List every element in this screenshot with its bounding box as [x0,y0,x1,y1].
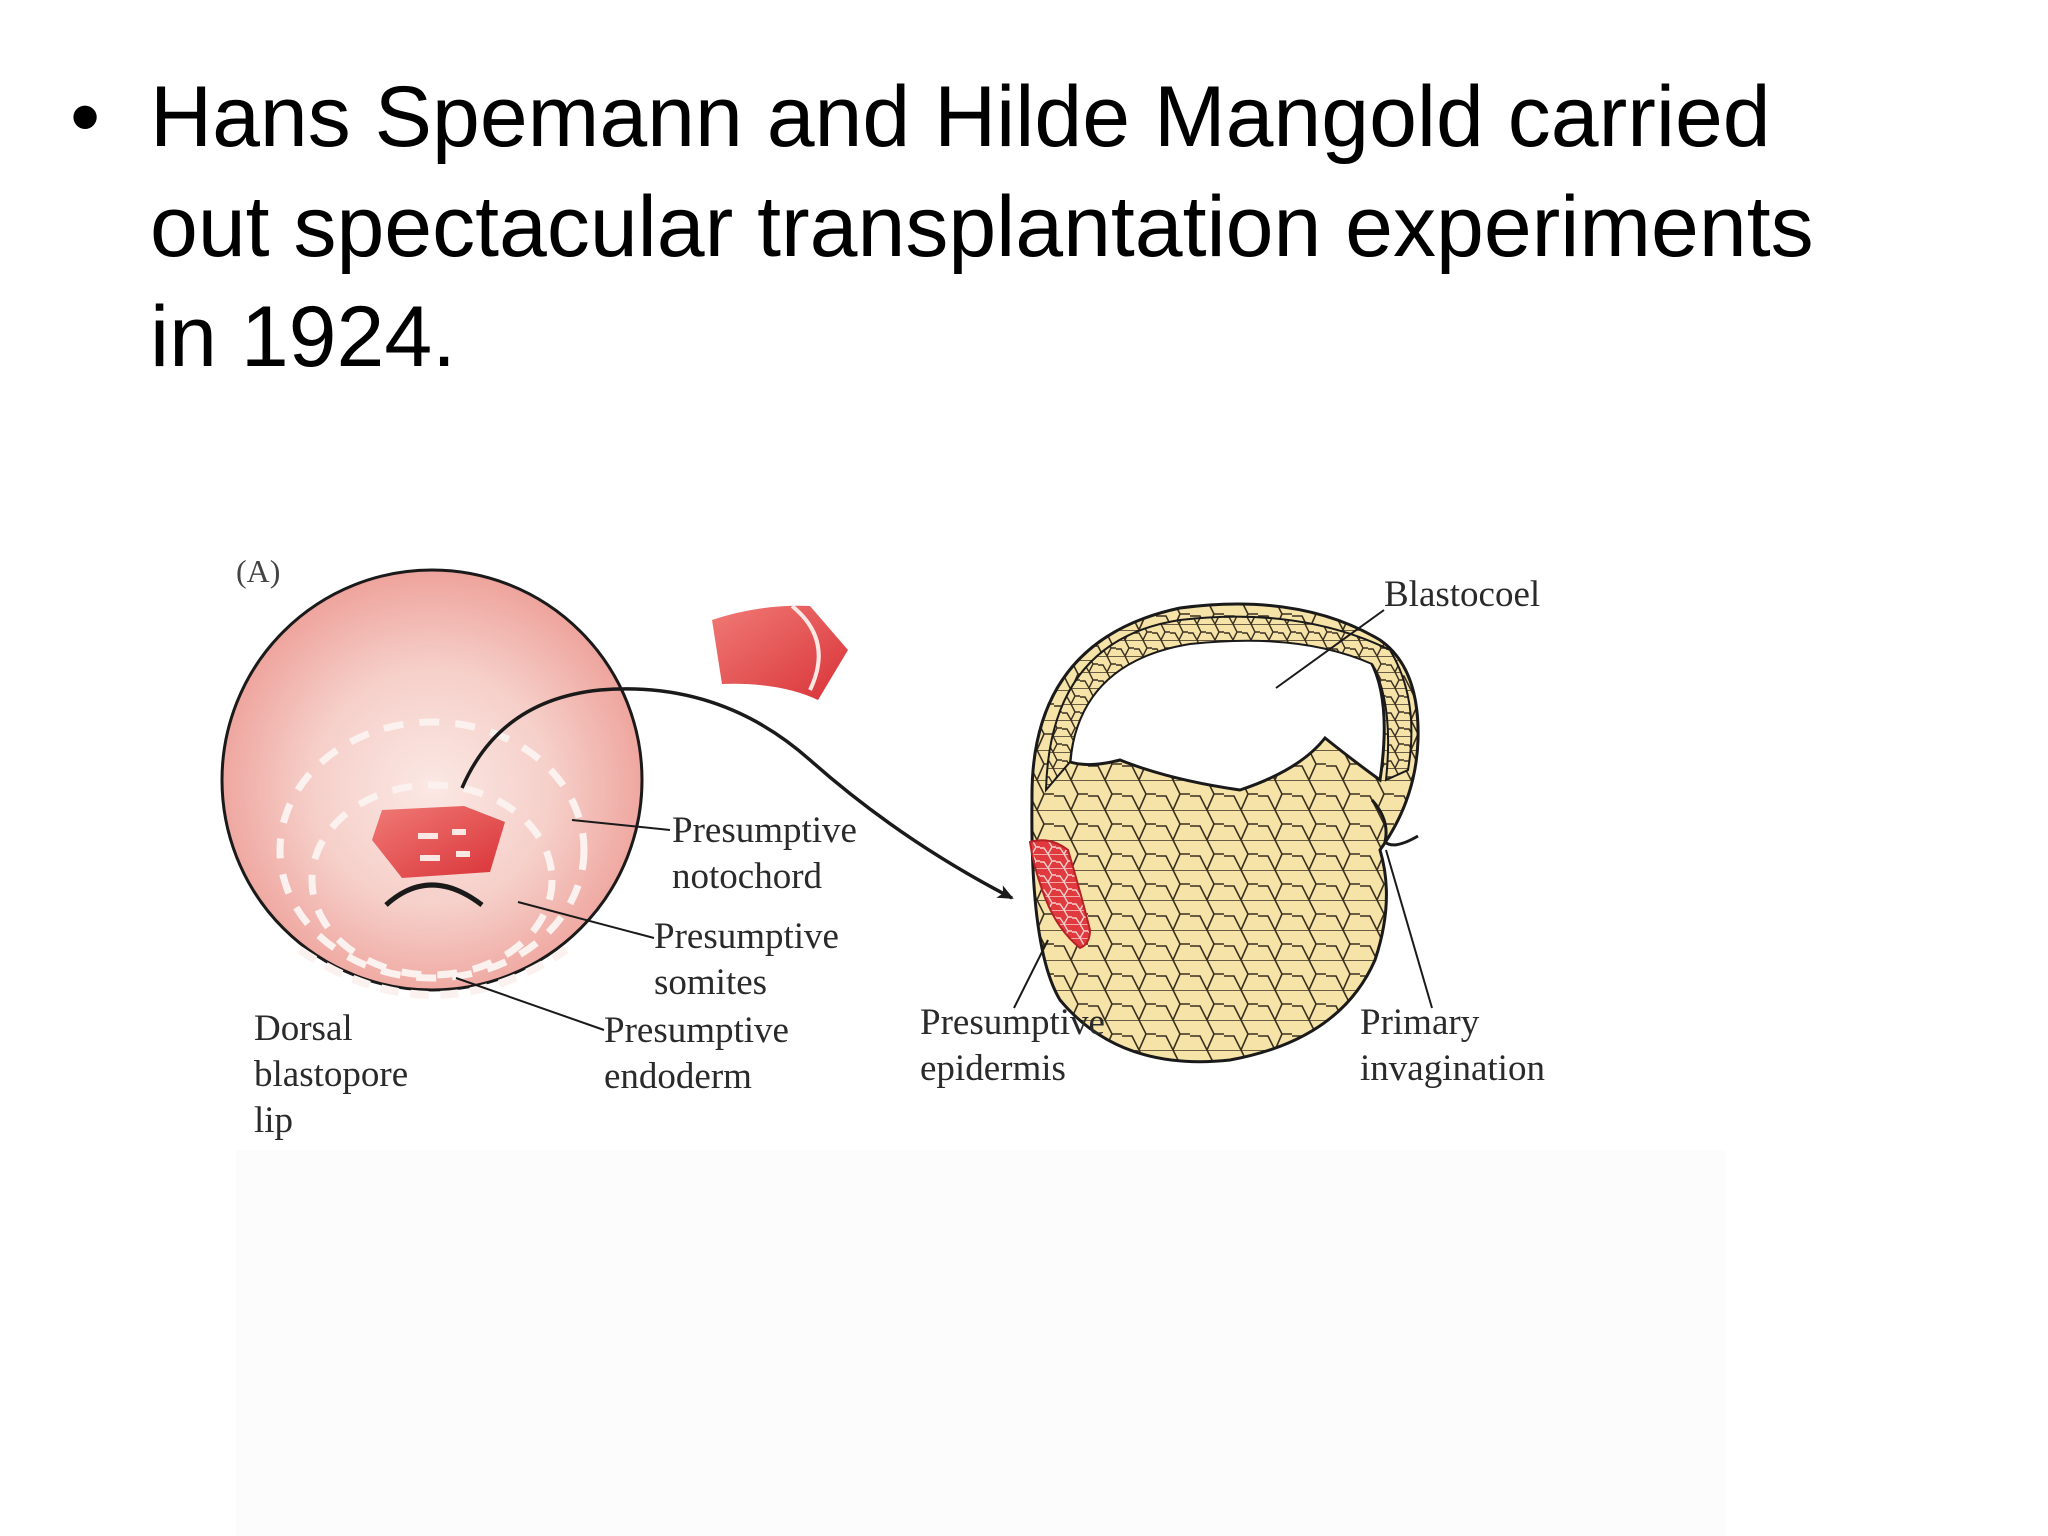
leader-invagination [1385,849,1433,1009]
somite-boundary [308,781,556,979]
label-dorsal-blastopore-lip: Dorsal blastopore lip [254,1006,408,1144]
label-line: somites [654,962,768,1003]
label-line: invagination [1360,1048,1545,1089]
bullet-text: Hans Spemann and Hilde Mangold carried o… [150,62,1970,392]
grafted-cells [1028,839,1092,950]
leader-notochord [571,819,671,831]
graft-region [372,806,505,878]
label-line: endoderm [604,1056,752,1097]
label-presumptive-endoderm: Presumptive endoderm [604,1008,789,1100]
transfer-arrow [460,687,1014,900]
excised-graft-line [790,604,821,691]
label-blastocoel: Blastocoel [1384,574,1541,615]
roof-cells [1044,615,1413,793]
graft-region-marks [418,829,470,861]
label-line: Presumptive [672,810,857,851]
leader-epidermis [1013,939,1049,1009]
label-line: Presumptive [604,1010,789,1051]
endoderm-boundary [297,946,569,999]
label-line: notochord [672,856,823,897]
label-line: blastopore [254,1054,409,1095]
label-line: Presumptive [920,1002,1105,1043]
label-primary-invagination: Primary invagination [1360,1000,1545,1092]
leader-somites [517,901,655,939]
donor-embryo [220,568,644,992]
label-line: Dorsal [254,1008,353,1049]
label-line: epidermis [920,1048,1066,1089]
bullet-text-line-3: in 1924. [150,289,457,385]
notochord-boundary [276,718,588,982]
label-line: lip [254,1100,294,1141]
label-line: Presumptive [654,916,839,957]
label-presumptive-notochord: Presumptive notochord [672,808,857,900]
blastopore-lip [384,882,484,907]
bullet-symbol: • [70,69,101,165]
bullet-text-line-1: Hans Spemann and Hilde Mangold carried [150,69,1771,165]
leader-endoderm [455,977,605,1031]
panel-label: (A) [236,553,281,589]
label-presumptive-somites: Presumptive somites [654,914,839,1006]
label-presumptive-epidermis: Presumptive epidermis [920,1000,1105,1092]
bullet-text-line-2: out spectacular transplantation experime… [150,179,1814,275]
primary-invagination [1370,798,1419,847]
excised-graft [712,605,848,700]
bullet-item: • Hans Spemann and Hilde Mangold carried… [70,62,1970,392]
leader-blastocoel [1275,609,1385,689]
figure-background [236,1150,1726,1536]
label-line: Primary [1360,1002,1480,1043]
